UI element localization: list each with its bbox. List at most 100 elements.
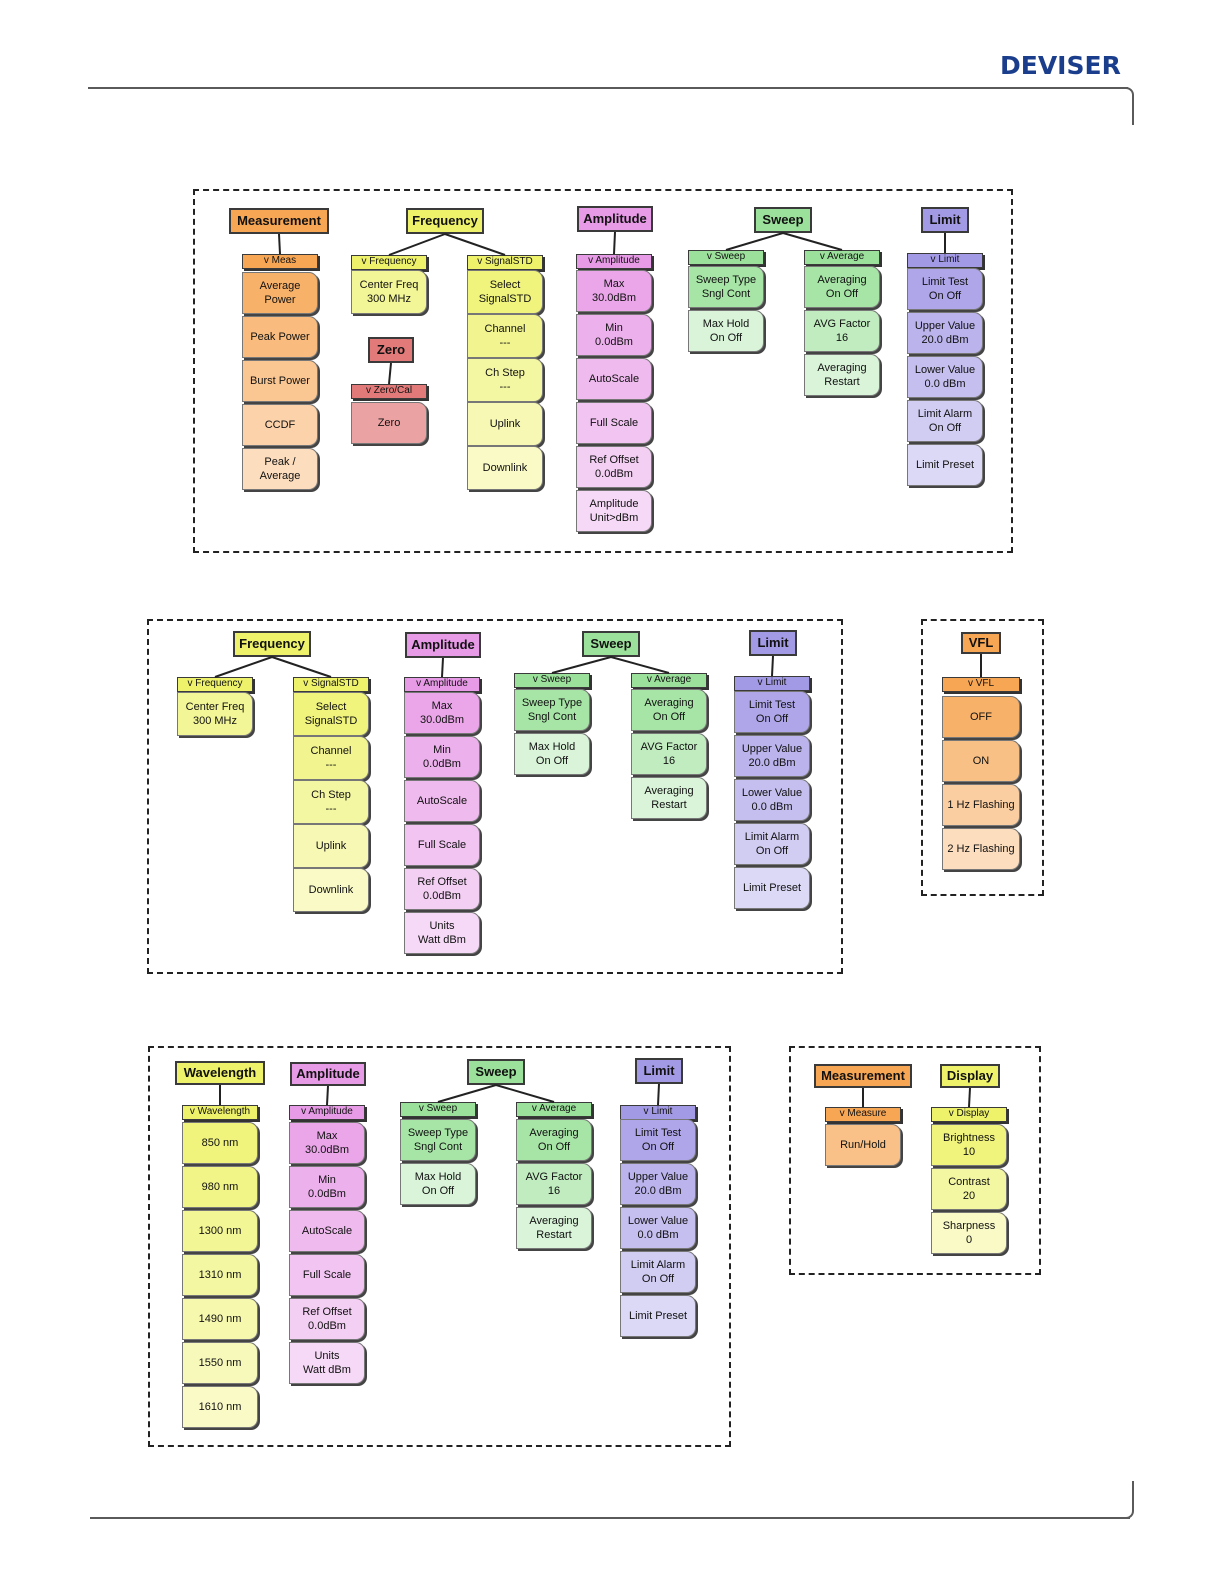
softkey-min-0-0dbm[interactable]: Min 0.0dBm <box>404 736 480 778</box>
menu-title-frequency[interactable]: Frequency <box>406 208 484 234</box>
softkey-burst-power[interactable]: Burst Power <box>242 360 318 402</box>
softkey-center-freq-300-mhz[interactable]: Center Freq 300 MHz <box>351 270 427 314</box>
softkey-average-power[interactable]: Average Power <box>242 272 318 314</box>
softkey-max-30-0dbm[interactable]: Max 30.0dBm <box>404 692 480 734</box>
menu-title-limit[interactable]: Limit <box>921 207 969 233</box>
softkey-ref-offset-0-0dbm[interactable]: Ref Offset 0.0dBm <box>404 868 480 910</box>
menu-title-amplitude[interactable]: Amplitude <box>405 632 481 658</box>
softkey-averaging-restart[interactable]: Averaging Restart <box>631 777 707 819</box>
softkey-lower-value-0-0-dbm[interactable]: Lower Value 0.0 dBm <box>907 356 983 398</box>
softkey-downlink[interactable]: Downlink <box>293 868 369 912</box>
softkey-980-nm[interactable]: 980 nm <box>182 1166 258 1208</box>
softkey-contrast-20[interactable]: Contrast 20 <box>931 1168 1007 1210</box>
softkey-1310-nm[interactable]: 1310 nm <box>182 1254 258 1296</box>
softkey-limit-alarm-on-off[interactable]: Limit Alarm On Off <box>734 823 810 865</box>
softkey-max-30-0dbm[interactable]: Max 30.0dBm <box>289 1122 365 1164</box>
softkey-ref-offset-0-0dbm[interactable]: Ref Offset 0.0dBm <box>289 1298 365 1340</box>
softkey-1610-nm[interactable]: 1610 nm <box>182 1386 258 1428</box>
softkey-select-signalstd[interactable]: Select SignalSTD <box>293 692 369 736</box>
softkey-max-hold-on-off[interactable]: Max Hold On Off <box>400 1163 476 1205</box>
softkey-limit-test-on-off[interactable]: Limit Test On Off <box>907 268 983 310</box>
softkey-amplitude-unit-dbm[interactable]: Amplitude Unit>dBm <box>576 490 652 532</box>
softkey-limit-preset[interactable]: Limit Preset <box>907 444 983 486</box>
softkey-lower-value-0-0-dbm[interactable]: Lower Value 0.0 dBm <box>620 1207 696 1249</box>
softkey-ch-step[interactable]: Ch Step --- <box>467 358 543 402</box>
softkey-off[interactable]: OFF <box>942 696 1020 738</box>
softkey-autoscale[interactable]: AutoScale <box>404 780 480 822</box>
softkey-center-freq-300-mhz[interactable]: Center Freq 300 MHz <box>177 692 253 736</box>
softkey-averaging-restart[interactable]: Averaging Restart <box>516 1207 592 1249</box>
softkey-1550-nm[interactable]: 1550 nm <box>182 1342 258 1384</box>
softkey-brightness-10[interactable]: Brightness 10 <box>931 1124 1007 1166</box>
softkey-limit-preset[interactable]: Limit Preset <box>734 867 810 909</box>
softkey-ch-step[interactable]: Ch Step --- <box>293 780 369 824</box>
softkey-avg-factor-16[interactable]: AVG Factor 16 <box>804 310 880 352</box>
softkey-max-hold-on-off[interactable]: Max Hold On Off <box>688 310 764 352</box>
softkey-limit-alarm-on-off[interactable]: Limit Alarm On Off <box>620 1251 696 1293</box>
menu-title-sweep[interactable]: Sweep <box>467 1059 525 1085</box>
softkey-averaging-on-off[interactable]: Averaging On Off <box>804 266 880 308</box>
softkey-avg-factor-16[interactable]: AVG Factor 16 <box>516 1163 592 1205</box>
softkey-1490-nm[interactable]: 1490 nm <box>182 1298 258 1340</box>
softkey-units-watt-dbm[interactable]: Units Watt dBm <box>289 1342 365 1384</box>
menu-title-limit[interactable]: Limit <box>635 1058 683 1084</box>
softkey-full-scale[interactable]: Full Scale <box>576 402 652 444</box>
softkey-1300-nm[interactable]: 1300 nm <box>182 1210 258 1252</box>
menu-title-amplitude[interactable]: Amplitude <box>290 1062 366 1086</box>
menu-title-measurement[interactable]: Measurement <box>814 1064 912 1088</box>
softkey-min-0-0dbm[interactable]: Min 0.0dBm <box>289 1166 365 1208</box>
softkey-run-hold[interactable]: Run/Hold <box>825 1124 901 1166</box>
softkey-limit-preset[interactable]: Limit Preset <box>620 1295 696 1337</box>
softkey-channel[interactable]: Channel --- <box>293 736 369 780</box>
softkey-uplink[interactable]: Uplink <box>293 824 369 868</box>
softkey-select-signalstd[interactable]: Select SignalSTD <box>467 270 543 314</box>
softkey-averaging-restart[interactable]: Averaging Restart <box>804 354 880 396</box>
softkey-avg-factor-16[interactable]: AVG Factor 16 <box>631 733 707 775</box>
softkey-2-hz-flashing[interactable]: 2 Hz Flashing <box>942 828 1020 870</box>
softkey-850-nm[interactable]: 850 nm <box>182 1122 258 1164</box>
softkey-uplink[interactable]: Uplink <box>467 402 543 446</box>
softkey-averaging-on-off[interactable]: Averaging On Off <box>631 689 707 731</box>
softkey-min-0-0dbm[interactable]: Min 0.0dBm <box>576 314 652 356</box>
menu-title-frequency[interactable]: Frequency <box>233 631 311 657</box>
menu-title-sweep[interactable]: Sweep <box>582 631 640 657</box>
menu-title-zero[interactable]: Zero <box>368 337 414 363</box>
softkey-upper-value-20-0-dbm[interactable]: Upper Value 20.0 dBm <box>620 1163 696 1205</box>
softkey-units-watt-dbm[interactable]: Units Watt dBm <box>404 912 480 954</box>
softkey-max-hold-on-off[interactable]: Max Hold On Off <box>514 733 590 775</box>
menu-title-measurement[interactable]: Measurement <box>229 208 329 234</box>
softkey-peak-power[interactable]: Peak Power <box>242 316 318 358</box>
submenu-header-v-zero-cal: v Zero/Cal <box>351 384 427 399</box>
softkey-zero[interactable]: Zero <box>351 402 427 444</box>
softkey-sweep-type-sngl-cont[interactable]: Sweep Type Sngl Cont <box>514 689 590 731</box>
softkey-full-scale[interactable]: Full Scale <box>404 824 480 866</box>
menu-title-sweep[interactable]: Sweep <box>754 207 812 233</box>
softkey-autoscale[interactable]: AutoScale <box>289 1210 365 1252</box>
menu-title-vfl[interactable]: VFL <box>961 632 1001 654</box>
softkey-ref-offset-0-0dbm[interactable]: Ref Offset 0.0dBm <box>576 446 652 488</box>
softkey-limit-test-on-off[interactable]: Limit Test On Off <box>734 691 810 733</box>
softkey-sharpness-0[interactable]: Sharpness 0 <box>931 1212 1007 1254</box>
softkey-on[interactable]: ON <box>942 740 1020 782</box>
softkey-1-hz-flashing[interactable]: 1 Hz Flashing <box>942 784 1020 826</box>
softkey-upper-value-20-0-dbm[interactable]: Upper Value 20.0 dBm <box>907 312 983 354</box>
submenu-header-v-sweep: v Sweep <box>688 250 764 265</box>
softkey-limit-alarm-on-off[interactable]: Limit Alarm On Off <box>907 400 983 442</box>
menu-title-display[interactable]: Display <box>940 1064 1000 1088</box>
menu-title-wavelength[interactable]: Wavelength <box>175 1061 265 1085</box>
softkey-sweep-type-sngl-cont[interactable]: Sweep Type Sngl Cont <box>400 1119 476 1161</box>
softkey-autoscale[interactable]: AutoScale <box>576 358 652 400</box>
softkey-downlink[interactable]: Downlink <box>467 446 543 490</box>
softkey-peak-average[interactable]: Peak / Average <box>242 448 318 490</box>
softkey-channel[interactable]: Channel --- <box>467 314 543 358</box>
menu-title-amplitude[interactable]: Amplitude <box>577 206 653 232</box>
softkey-limit-test-on-off[interactable]: Limit Test On Off <box>620 1119 696 1161</box>
softkey-sweep-type-sngl-cont[interactable]: Sweep Type Sngl Cont <box>688 266 764 308</box>
menu-title-limit[interactable]: Limit <box>749 630 797 656</box>
softkey-upper-value-20-0-dbm[interactable]: Upper Value 20.0 dBm <box>734 735 810 777</box>
softkey-ccdf[interactable]: CCDF <box>242 404 318 446</box>
softkey-full-scale[interactable]: Full Scale <box>289 1254 365 1296</box>
softkey-max-30-0dbm[interactable]: Max 30.0dBm <box>576 270 652 312</box>
softkey-averaging-on-off[interactable]: Averaging On Off <box>516 1119 592 1161</box>
softkey-lower-value-0-0-dbm[interactable]: Lower Value 0.0 dBm <box>734 779 810 821</box>
